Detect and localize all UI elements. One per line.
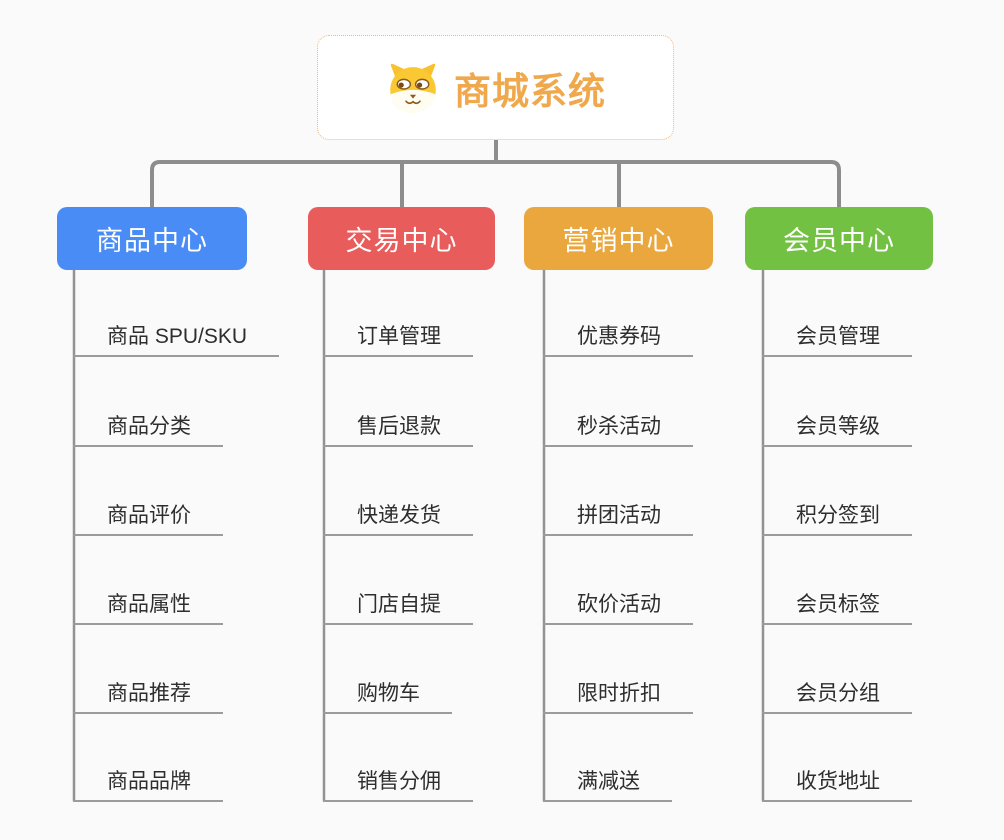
- branch-node-product-center[interactable]: 商品中心: [57, 207, 247, 270]
- topic-node[interactable]: 快递发货: [323, 502, 473, 536]
- branch-children-product-center: 商品 SPU/SKU 商品分类 商品评价 商品属性 商品推荐 商品品牌: [73, 270, 333, 810]
- branch-label: 营销中心: [562, 226, 675, 256]
- branch-node-member-center[interactable]: 会员中心: [745, 207, 933, 270]
- dog-face-icon: [390, 63, 436, 113]
- branch-children-trade-center: 订单管理 售后退款 快递发货 门店自提 购物车 销售分佣: [323, 270, 583, 810]
- topic-node[interactable]: 拼团活动: [543, 502, 693, 536]
- branch-children-member-center: 会员管理 会员等级 积分签到 会员标签 会员分组 收货地址: [762, 270, 1004, 810]
- root-title: 商城系统: [454, 70, 606, 112]
- branch-label: 商品中心: [96, 226, 208, 256]
- topic-node[interactable]: 收货地址: [762, 768, 912, 802]
- topic-node[interactable]: 优惠券码: [543, 323, 693, 357]
- topic-node[interactable]: 满减送: [543, 768, 672, 802]
- branch-node-trade-center[interactable]: 交易中心: [308, 207, 495, 270]
- topic-node[interactable]: 商品评价: [73, 502, 223, 536]
- topic-node[interactable]: 砍价活动: [543, 591, 693, 625]
- branch-label: 会员中心: [783, 226, 895, 256]
- topic-node[interactable]: 商品 SPU/SKU: [73, 323, 280, 357]
- topic-node[interactable]: 限时折扣: [543, 680, 693, 714]
- topic-node[interactable]: 商品品牌: [73, 768, 223, 802]
- topic-node[interactable]: 购物车: [323, 680, 452, 714]
- branch-node-marketing-center[interactable]: 营销中心: [524, 207, 713, 270]
- topic-node[interactable]: 售后退款: [323, 413, 473, 447]
- topic-node[interactable]: 商品推荐: [73, 680, 223, 714]
- topic-node[interactable]: 会员分组: [762, 680, 912, 714]
- branch-label: 交易中心: [345, 226, 458, 256]
- topic-node[interactable]: 会员管理: [762, 323, 912, 357]
- topic-node[interactable]: 会员等级: [762, 413, 912, 447]
- topic-node[interactable]: 秒杀活动: [543, 413, 693, 447]
- topic-node[interactable]: 销售分佣: [323, 768, 473, 802]
- topic-node[interactable]: 订单管理: [323, 323, 473, 357]
- topic-node[interactable]: 积分签到: [762, 502, 912, 536]
- topic-node[interactable]: 商品分类: [73, 413, 223, 447]
- branch-children-marketing-center: 优惠券码 秒杀活动 拼团活动 砍价活动 限时折扣 满减送: [543, 270, 803, 810]
- root-node[interactable]: 商城系统: [317, 35, 674, 140]
- topic-node[interactable]: 门店自提: [323, 591, 473, 625]
- topic-node[interactable]: 会员标签: [762, 591, 912, 625]
- topic-node[interactable]: 商品属性: [73, 591, 223, 625]
